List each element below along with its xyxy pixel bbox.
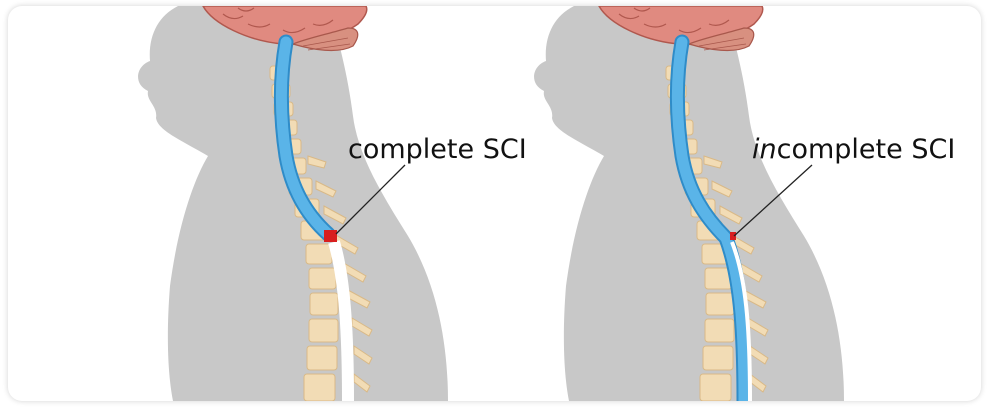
label-rest: complete SCI xyxy=(777,134,956,165)
panel-incomplete-sci: incomplete SCI xyxy=(494,6,981,401)
injury-marker xyxy=(324,230,337,242)
body-silhouette xyxy=(534,6,844,401)
incomplete-sci-illustration xyxy=(494,6,981,401)
body-silhouette xyxy=(138,6,448,401)
label-italic-prefix: in xyxy=(752,134,777,165)
panel-complete-sci: complete SCI xyxy=(8,6,494,401)
label-incomplete-sci: incomplete SCI xyxy=(752,136,955,163)
diagram-frame: complete SCI xyxy=(8,6,981,401)
complete-sci-illustration xyxy=(8,6,494,401)
injury-marker xyxy=(730,232,736,240)
